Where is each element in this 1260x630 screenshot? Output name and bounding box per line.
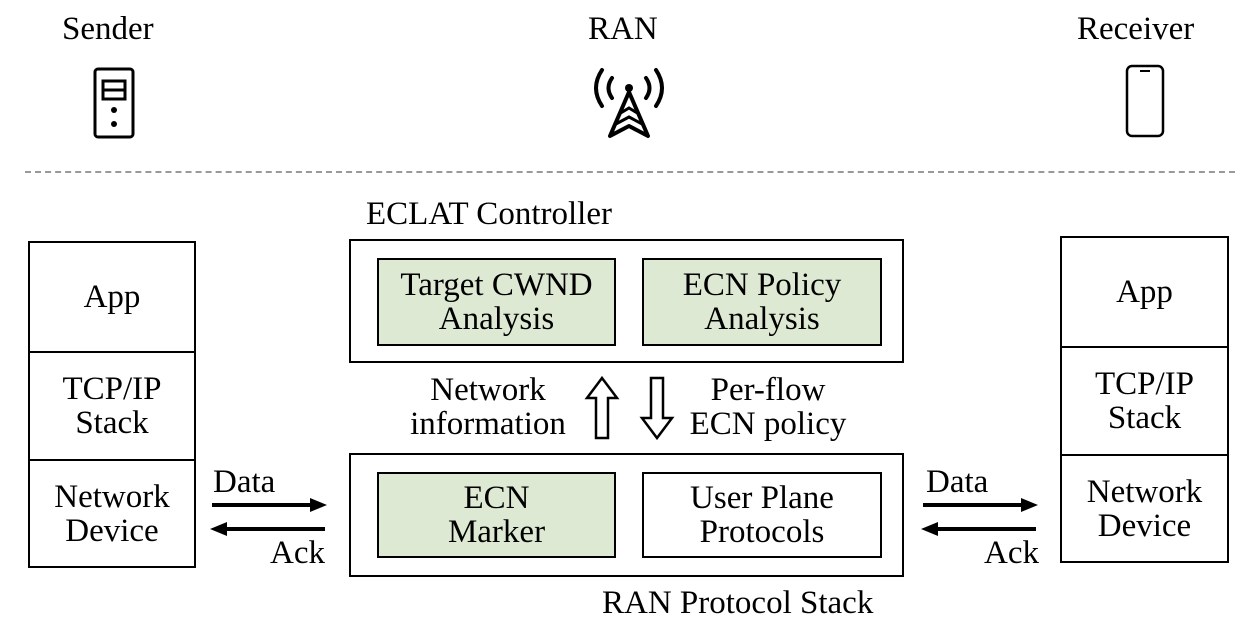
sender-stack: App TCP/IP Stack Network Device: [28, 241, 196, 568]
section-divider: [25, 171, 1235, 173]
receiver-app-label: App: [1116, 274, 1173, 310]
sender-tcpip-layer: TCP/IP Stack: [30, 353, 194, 461]
ecn-policy-line1: ECN Policy: [682, 267, 842, 303]
network-info-label: Network information: [402, 373, 574, 441]
ecn-policy-flow-line1: Per-flow: [710, 372, 826, 408]
sender-app-label: App: [83, 279, 141, 315]
left-data-arrow: [212, 498, 327, 512]
right-ack-arrow: [921, 522, 1036, 536]
user-plane-protocols: User Plane Protocols: [642, 472, 882, 558]
receiver-tcpip-layer: TCP/IP Stack: [1062, 348, 1227, 456]
right-data-arrow: [923, 498, 1038, 512]
ecn-marker: ECN Marker: [377, 472, 616, 558]
receiver-device-layer: Network Device: [1062, 456, 1227, 561]
left-ack-arrow: [210, 522, 325, 536]
down-hollow-arrow-icon: [639, 376, 675, 441]
right-data-label: Data: [926, 464, 989, 500]
eclat-controller: Target CWND Analysis ECN Policy Analysis: [349, 239, 904, 363]
ecn-policy-flow-label: Per-flow ECN policy: [680, 373, 856, 441]
ecn-policy-line2: Analysis: [704, 301, 820, 337]
controller-title: ECLAT Controller: [366, 196, 612, 232]
ecn-marker-line1: ECN: [463, 480, 530, 516]
sender-device-layer: Network Device: [30, 461, 194, 566]
cell-tower-icon: [594, 68, 664, 138]
sender-device-line2: Device: [65, 512, 159, 549]
up-hollow-arrow-icon: [584, 375, 620, 440]
sender-tcpip-line2: Stack: [75, 405, 149, 441]
sender-tcpip-line1: TCP/IP: [62, 371, 162, 407]
sender-app-layer: App: [30, 243, 194, 353]
network-info-line1: Network: [430, 372, 546, 408]
left-data-label: Data: [213, 464, 276, 500]
ran-label: RAN: [588, 11, 658, 47]
sender-device-line1: Network: [54, 478, 170, 515]
receiver-tcpip-line2: Stack: [1107, 400, 1182, 436]
smartphone-icon: [1125, 64, 1165, 138]
network-info-line2: information: [410, 406, 566, 442]
user-plane-line1: User Plane: [690, 480, 834, 516]
sender-label: Sender: [62, 11, 154, 47]
ecn-marker-line2: Marker: [447, 514, 546, 550]
user-plane-line2: Protocols: [699, 514, 825, 550]
right-ack-label: Ack: [984, 535, 1039, 571]
ecn-policy-flow-line2: ECN policy: [689, 406, 847, 442]
receiver-device-line1: Network: [1086, 473, 1203, 510]
receiver-device-line2: Device: [1097, 507, 1192, 544]
server-tower-icon: [93, 67, 135, 139]
left-ack-label: Ack: [270, 535, 325, 571]
ran-protocol-stack: ECN Marker User Plane Protocols: [349, 453, 904, 577]
receiver-label: Receiver: [1077, 11, 1195, 47]
target-cwnd-analysis: Target CWND Analysis: [377, 258, 616, 346]
target-cwnd-line1: Target CWND: [400, 267, 593, 303]
receiver-tcpip-line1: TCP/IP: [1094, 366, 1195, 402]
target-cwnd-line2: Analysis: [438, 301, 555, 337]
receiver-stack: App TCP/IP Stack Network Device: [1060, 236, 1229, 563]
receiver-app-layer: App: [1062, 238, 1227, 348]
ran-stack-title: RAN Protocol Stack: [602, 585, 874, 621]
ecn-policy-analysis: ECN Policy Analysis: [642, 258, 882, 346]
